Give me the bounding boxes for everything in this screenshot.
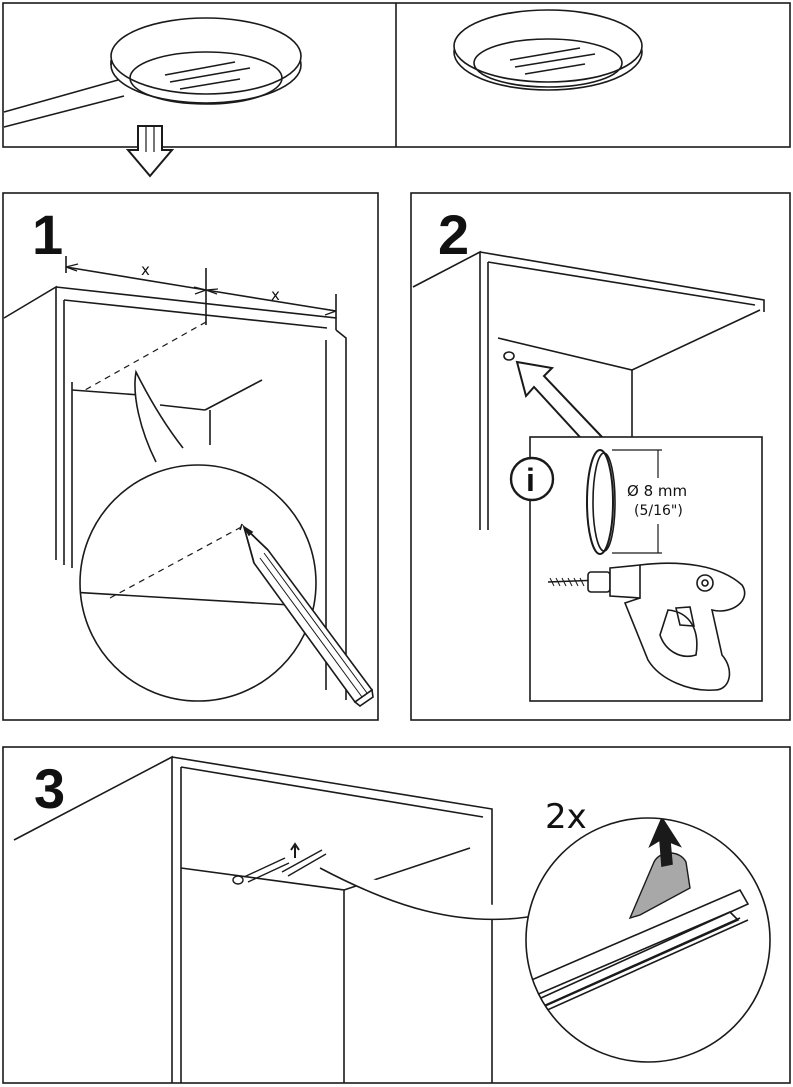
drill-hole bbox=[504, 352, 514, 360]
step-number-2: 2 bbox=[438, 203, 469, 266]
quantity-label: 2x bbox=[545, 797, 587, 837]
down-arrow-icon bbox=[128, 126, 172, 176]
dimension-label-right: x bbox=[271, 286, 280, 304]
dimension-label-left: x bbox=[141, 261, 150, 279]
lamp-with-cable bbox=[4, 18, 301, 127]
drill-diameter-imperial-label: (5/16") bbox=[634, 503, 683, 519]
mounting-rails bbox=[233, 844, 326, 884]
lamp bbox=[454, 10, 642, 90]
info-symbol: i bbox=[526, 462, 535, 498]
drill-diameter-label: Ø 8 mm bbox=[627, 482, 687, 500]
step-number-3: 3 bbox=[34, 757, 65, 820]
pointer-arrow-icon bbox=[517, 362, 602, 448]
step-1-panel bbox=[3, 193, 378, 720]
step-3-panel bbox=[3, 747, 790, 1083]
product-overview-panel bbox=[3, 3, 790, 147]
step-number-1: 1 bbox=[32, 203, 63, 266]
step-2-panel bbox=[411, 193, 790, 720]
